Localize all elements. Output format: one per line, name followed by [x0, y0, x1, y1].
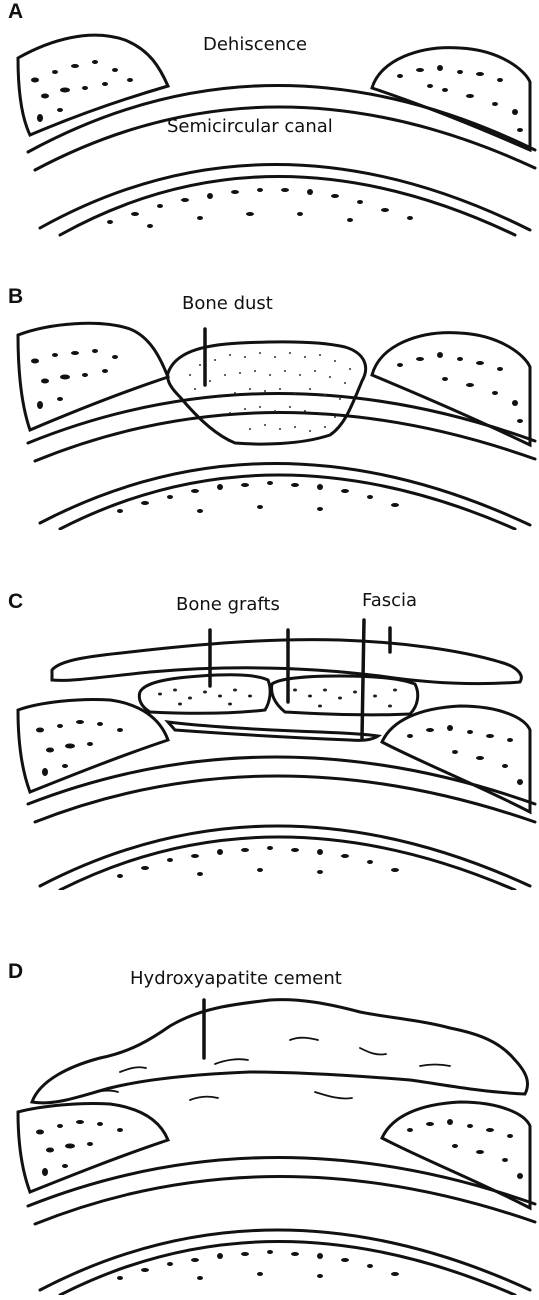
panel-letter: B: [8, 285, 23, 309]
canal-inner-wall-outer: [40, 164, 530, 230]
bone-grafts-label: Bone grafts: [176, 594, 280, 615]
fascia-pointer-1: [362, 620, 364, 738]
cement-texture: [95, 1038, 450, 1100]
hydroxyapatite-cement-mass: [32, 1000, 528, 1103]
canal-inner-wall-inner: [60, 177, 515, 236]
panel-c-drawing: [0, 590, 539, 890]
canal-inner-wall-outer: [40, 463, 530, 525]
left-bone-block: [18, 323, 168, 430]
panel-d-drawing: [0, 960, 539, 1295]
canal-inner-wall-inner: [60, 837, 515, 890]
bone-speckles-b: [31, 349, 523, 513]
right-bone-block: [382, 1102, 530, 1208]
hydroxyapatite-cement-label: Hydroxyapatite cement: [130, 968, 342, 989]
dehiscence-label: Dehiscence: [203, 34, 307, 55]
canal-roof-inner: [35, 776, 535, 822]
canal-inner-wall-inner: [60, 475, 515, 529]
panel-c: C Bone grafts Fascia: [0, 590, 539, 890]
panel-letter: C: [8, 590, 23, 614]
left-bone-block: [18, 1103, 168, 1192]
canal-inner-wall-outer: [40, 826, 530, 886]
panel-b: B Bone dust: [0, 285, 539, 530]
bone-dust-label: Bone dust: [182, 293, 273, 314]
semicircular-canal-label: Semicircular canal: [167, 116, 333, 137]
canal-roof-inner: [35, 1176, 535, 1224]
bone-graft-2: [272, 676, 418, 715]
canal-inner-wall-outer: [40, 1230, 530, 1290]
panel-letter: A: [8, 0, 23, 24]
panel-d: D Hydroxyapatite cement: [0, 960, 539, 1295]
left-bone-block: [18, 699, 168, 792]
canal-roof-inner: [35, 412, 535, 461]
panel-letter: D: [8, 960, 23, 984]
panel-b-drawing: [0, 285, 539, 530]
panel-a: A Dehiscence Semicircular canal: [0, 0, 539, 240]
fascia-label: Fascia: [362, 590, 417, 611]
bone-dust-stipple: [189, 352, 351, 432]
right-bone-block: [372, 333, 530, 445]
canal-inner-wall-inner: [60, 1242, 515, 1296]
underlay-graft: [168, 722, 378, 740]
